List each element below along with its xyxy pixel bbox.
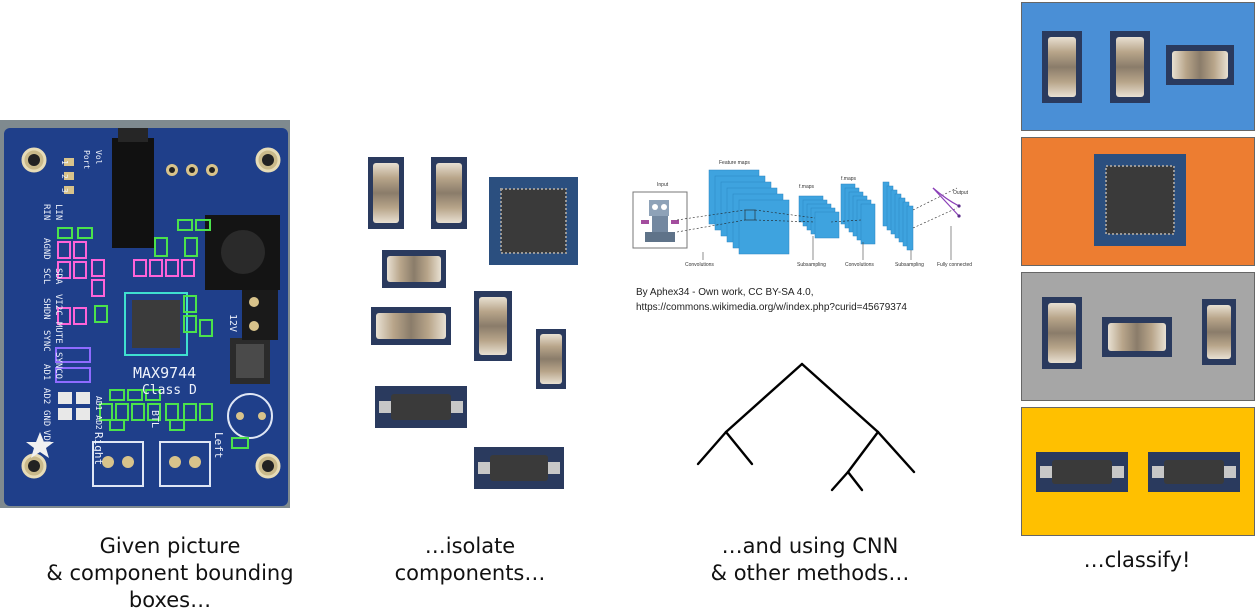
pin-label: LIN — [53, 204, 63, 220]
cnn-label-sub2: Subsampling — [895, 262, 924, 268]
class-box-ic — [1021, 137, 1255, 266]
credit-line: https://commons.wikimedia.org/w/index.ph… — [636, 302, 907, 313]
caption-line: & other methods… — [710, 561, 910, 585]
cnn-label-conv1: Convolutions — [685, 262, 714, 268]
port-label: Vol — [94, 150, 103, 165]
capacitor-vertical — [431, 157, 467, 229]
pin-label: AGND — [41, 238, 51, 260]
cnn-input-label: Input — [657, 182, 669, 188]
label-ad: AD1 AD2 — [94, 396, 103, 430]
robot-icon — [641, 200, 679, 242]
pin-label: GND — [41, 410, 51, 426]
diode-horizontal — [375, 386, 467, 428]
caption-given-picture: Given picture & component bounding boxes… — [40, 533, 300, 614]
caption-line: boxes… — [128, 588, 212, 612]
capacitor-vertical — [368, 157, 404, 229]
label-btl: BTL — [149, 410, 160, 428]
chip-label-2: Class D — [142, 383, 197, 398]
port-label: Port — [82, 150, 91, 169]
pin-label: VDD — [41, 430, 51, 446]
chip-label-1: MAX9744 — [133, 364, 196, 382]
cnn-diagram: Input Feature maps f.maps f.maps Outp — [627, 150, 987, 274]
pin-label: SCL — [41, 268, 51, 284]
pin-label: VI2C — [53, 294, 63, 316]
pin-label: RIN — [41, 204, 51, 220]
pin-label: SHDN — [41, 298, 51, 320]
class-box-capacitors-2 — [1021, 272, 1255, 401]
cnn-drawing: Input Feature maps f.maps f.maps Outp — [632, 160, 972, 268]
label-left: Left — [212, 432, 225, 459]
ic-chip — [489, 177, 578, 265]
pin-label: SYNCO — [53, 352, 63, 379]
capacitor-horizontal — [382, 250, 446, 288]
cnn-label-fc: Fully connected — [937, 262, 972, 268]
caption-line: components… — [394, 561, 546, 585]
capacitor-vertical — [474, 291, 512, 361]
caption-classify: …classify! — [1021, 547, 1253, 574]
caption-cnn: …and using CNN & other methods… — [690, 533, 930, 587]
port-label: 1 — [60, 160, 69, 165]
port-labels: Port Vol 1 2 3 — [60, 150, 103, 193]
class-box-contents — [1042, 31, 1234, 103]
class-box-contents — [1042, 297, 1236, 369]
cnn-label-sub1: Subsampling — [797, 262, 826, 268]
class-box-capacitors — [1021, 2, 1255, 131]
port-label: 3 — [60, 188, 69, 193]
pcb-photo: MAX9744 Class D 12V Right Left BTL AD1 A… — [0, 120, 290, 508]
caption-line: & component bounding — [46, 561, 294, 585]
caption-isolate: …isolate components… — [360, 533, 580, 587]
pin-label: AD1 — [41, 364, 51, 380]
caption-line: …isolate — [424, 534, 516, 558]
cnn-fmaps-label-2: f.maps — [841, 176, 857, 182]
pin-label: AD2 — [41, 388, 51, 404]
credit-line: By Aphex34 - Own work, CC BY-SA 4.0, — [636, 287, 814, 298]
cnn-output-label: Output — [953, 190, 969, 196]
pin-label: SYNC — [41, 330, 51, 352]
pcb-drawing: MAX9744 Class D 12V Right Left BTL AD1 A… — [0, 120, 290, 508]
label-12v: 12V — [227, 314, 238, 332]
diode-horizontal — [474, 447, 564, 489]
label-right: Right — [92, 432, 105, 465]
cnn-credit: By Aphex34 - Own work, CC BY-SA 4.0, htt… — [636, 285, 966, 315]
class-box-diodes — [1021, 407, 1255, 536]
caption-line: Given picture — [99, 534, 241, 558]
pin-label: MUTE — [53, 322, 63, 344]
caption-line: …and using CNN — [721, 534, 899, 558]
pin-labels: RIN LIN AGND SCL SDA VI2C SHDN MUTE SYNC… — [41, 204, 63, 446]
capacitor-vertical — [536, 329, 566, 389]
class-box-contents — [1036, 452, 1240, 492]
cnn-fmaps-label-1: f.maps — [799, 184, 815, 190]
capacitor-horizontal — [371, 307, 451, 345]
class-box-contents — [1094, 154, 1186, 246]
decision-tree-icon — [696, 362, 916, 492]
caption-line: …classify! — [1083, 548, 1191, 572]
pin-label: SDA — [53, 268, 63, 285]
logo-icon — [26, 432, 54, 458]
port-label: 2 — [60, 174, 69, 179]
cnn-label-conv2: Convolutions — [845, 262, 874, 268]
cnn-feature-maps-label: Feature maps — [719, 160, 750, 166]
